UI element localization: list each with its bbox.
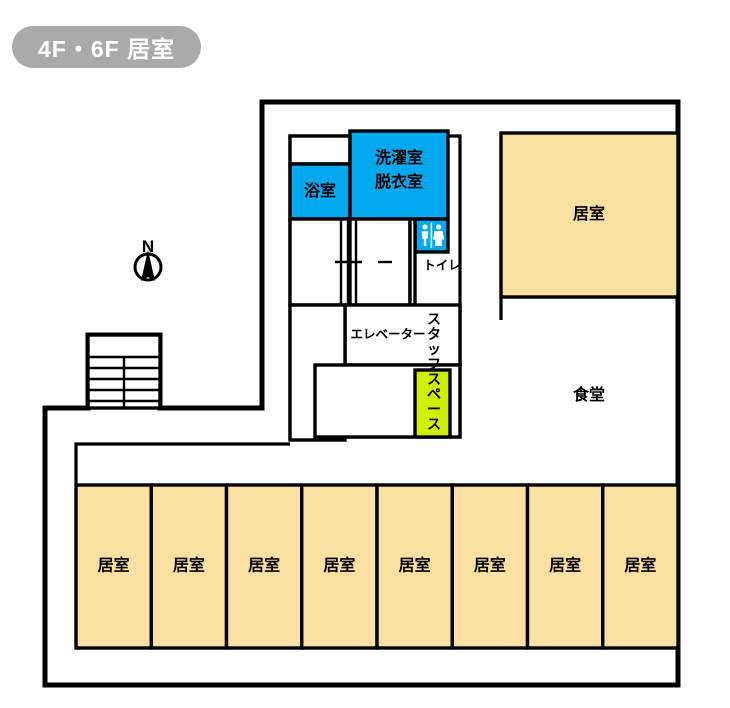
room-resident <box>450 483 530 650</box>
resident-room-row: 居室 居室 居室 居室 居室 居室 居室 居室 <box>74 483 680 650</box>
room-staff-space <box>413 368 452 439</box>
room-resident <box>224 483 304 650</box>
corridor-inner-wall <box>74 442 290 485</box>
compass-rose: N <box>133 237 163 282</box>
room-resident <box>525 483 605 650</box>
room-resident <box>601 483 680 650</box>
room-resident-label: 居室 <box>98 556 130 575</box>
svg-text:タ: タ <box>427 326 441 342</box>
room-resident-label: 居室 <box>323 556 355 575</box>
room-large-resident-label: 居室 <box>573 204 605 223</box>
svg-text:ス: ス <box>427 416 441 432</box>
room-elevator-label: エレベーター <box>350 326 425 341</box>
room-bathroom-label: 浴室 <box>304 181 336 200</box>
stairs-left <box>86 333 162 410</box>
compass-needle-icon <box>141 250 155 281</box>
room-resident-label: 居室 <box>248 556 280 575</box>
svg-text:フ: フ <box>427 356 441 372</box>
room-staff-space-label: ス タ ッ フ ス ペ ー ス <box>427 311 441 432</box>
stairs-center <box>288 217 412 307</box>
svg-text:ペ: ペ <box>427 386 441 402</box>
svg-text:ス: ス <box>427 311 441 327</box>
room-large-resident <box>499 131 680 299</box>
room-laundry <box>348 129 450 221</box>
room-toilet-label: トイレ <box>423 258 461 272</box>
room-resident-label: 居室 <box>549 556 581 575</box>
room-resident-label: 居室 <box>624 556 656 575</box>
room-resident-label: 居室 <box>173 556 205 575</box>
room-dining-label: 食堂 <box>572 385 605 404</box>
compass-north-label: N <box>142 237 154 256</box>
room-resident <box>74 483 153 650</box>
core-gap-upper <box>408 217 417 307</box>
svg-text:ッ: ッ <box>427 341 441 357</box>
svg-text:ー: ー <box>427 401 441 417</box>
page-title-badge: 4F・6F 居室 <box>12 26 202 68</box>
svg-text:ス: ス <box>427 371 441 387</box>
room-resident <box>149 483 229 650</box>
room-resident-label: 居室 <box>399 556 431 575</box>
vestibule-room <box>288 134 352 166</box>
room-resident-label: 居室 <box>474 556 506 575</box>
restroom-icon <box>421 223 444 248</box>
room-laundry-label-line1: 洗濯室 <box>375 148 423 167</box>
room-laundry-label-line2: 脱衣室 <box>375 172 423 191</box>
